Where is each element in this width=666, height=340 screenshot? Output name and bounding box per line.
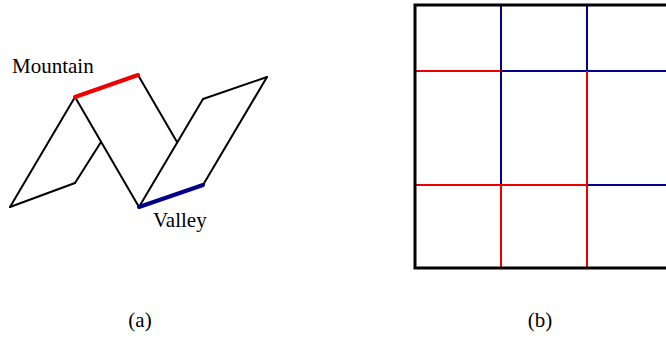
zigzag-strip [10,75,267,207]
valley-fold [139,185,203,207]
mountain-fold [75,75,138,97]
subfigure-caption: (a) [128,310,151,331]
subfigure-caption: (b) [528,310,553,331]
crease-grid [415,5,666,268]
fold-label: Mountain [12,56,94,77]
fold-label: Valley [153,210,207,231]
